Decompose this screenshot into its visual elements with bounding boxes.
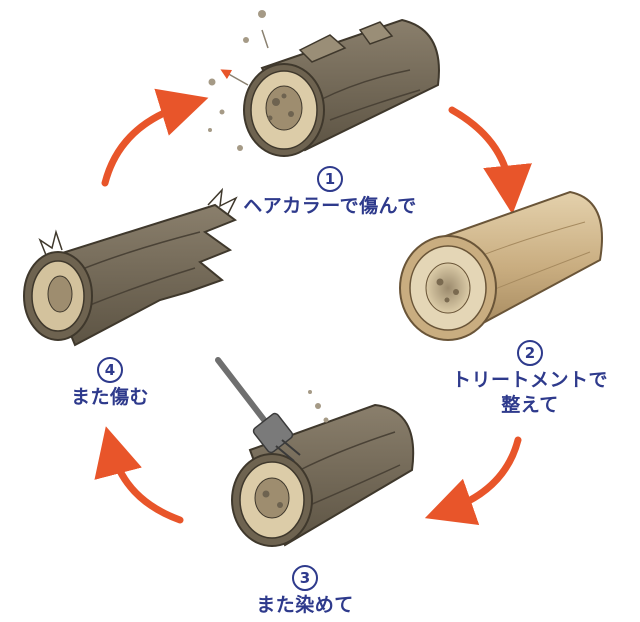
- step-1-caption: 1 ヘアカラーで傷んで: [200, 166, 460, 219]
- step-1-label: ヘアカラーで傷んで: [243, 195, 417, 217]
- step-3-number: 3: [292, 565, 318, 591]
- step-1-number: 1: [317, 166, 343, 192]
- arrow-1-to-2: [448, 106, 532, 215]
- step-3-label: また染めて: [256, 594, 354, 616]
- dye-brush-hair-icon: [215, 357, 415, 547]
- step-4-label: また傷む: [70, 386, 149, 408]
- step-3-caption: 3 また染めて: [205, 565, 405, 618]
- arrow-2-to-3: [424, 436, 522, 525]
- broken-hair-icon: [23, 187, 238, 347]
- step-2-number: 2: [517, 340, 543, 366]
- cycle-arrows: [94, 88, 532, 525]
- arrow-3-to-4: [94, 426, 184, 524]
- damaged-hair-cuticle-lifted-icon: [208, 10, 440, 157]
- step-2-caption: 2 トリートメントで 整えて: [420, 340, 640, 418]
- arrow-4-to-1: [101, 88, 209, 187]
- smooth-treated-hair-icon: [399, 190, 603, 341]
- step-2-label-line-1: トリートメントで: [451, 369, 608, 391]
- step-4-caption: 4 また傷む: [40, 357, 180, 410]
- step-2-label-line-2: 整えて: [501, 394, 559, 416]
- step-4-number: 4: [97, 357, 123, 383]
